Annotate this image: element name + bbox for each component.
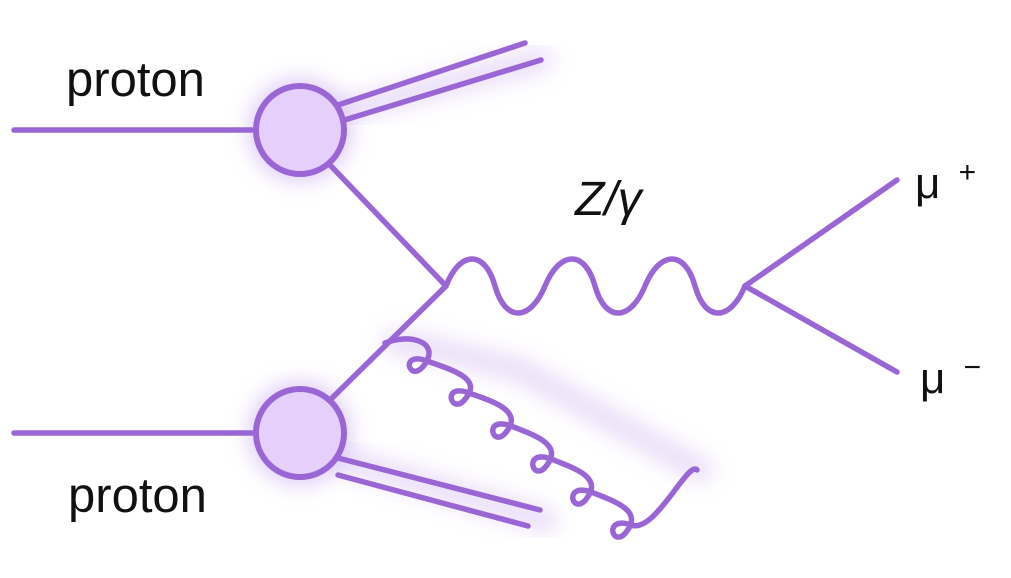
spectator-bottom-line-1 — [335, 455, 543, 513]
muon-plus-line — [742, 177, 900, 289]
spectator-top-line-1 — [335, 40, 528, 108]
quark-top-line — [327, 162, 449, 289]
muon-plus-base: μ — [915, 159, 940, 208]
gluon-curly-line — [382, 336, 700, 540]
muon-minus-label: μ − — [920, 351, 981, 403]
spectator-top-line-2 — [335, 57, 544, 125]
muon-minus-base: μ — [920, 354, 945, 403]
muon-plus-charge: + — [959, 156, 977, 189]
spectator-bottom-line-2 — [335, 472, 531, 529]
muon-plus-label: μ + — [915, 156, 976, 208]
muon-minus-line — [742, 283, 900, 375]
proton-top-blob — [253, 83, 347, 177]
muon-minus-charge: − — [964, 351, 982, 384]
proton-bottom-blob — [253, 386, 347, 480]
boson-label: Z/γ — [574, 173, 645, 226]
proton-bottom-label: proton — [68, 469, 207, 523]
boson-wavy-line — [443, 256, 748, 316]
proton-top-label: proton — [66, 53, 205, 107]
